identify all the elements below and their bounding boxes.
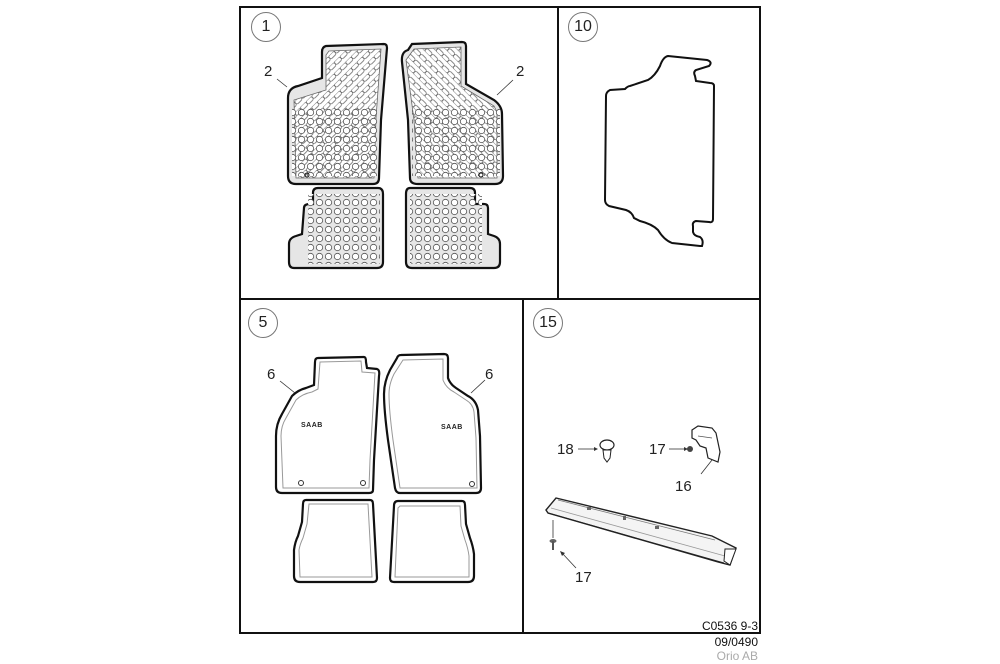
callout-label: 16 [675,478,692,495]
luggage-compartment-mat-outline [603,54,716,247]
diagram-frame [239,6,761,634]
panel-number-badge: 10 [568,12,598,42]
callout-label: 17 [575,569,592,586]
rubber-rear-right-mat [404,186,502,270]
drawing-reference: C0536 9-3 [701,619,758,633]
callout-label: 17 [649,441,666,458]
textile-rear-right-mat [388,499,476,584]
saab-logo-text: SAAB [301,422,323,429]
saab-logo-text: SAAB [441,424,463,431]
textile-rear-left-mat [292,498,379,584]
callout-label: 6 [485,366,494,383]
horizontal-divider [239,298,761,300]
rubber-front-left-mat [286,42,389,186]
copyright-text: Orio AB [716,649,758,663]
rubber-rear-left-mat [287,186,385,270]
bracket-16 [669,425,721,475]
leader-line [279,380,296,394]
top-vertical-divider [557,6,559,299]
leader-line [470,379,486,394]
callout-label: 2 [516,63,525,80]
callout-label: 2 [264,63,273,80]
bottom-vertical-divider [522,299,524,634]
drawing-code: 09/0490 [714,635,758,649]
textile-front-right-mat [382,352,483,495]
callout-label: 18 [557,441,574,458]
leader-line [496,79,514,96]
panel-number-badge: 5 [248,308,278,338]
leader-line [276,78,288,88]
rubber-front-right-mat [400,40,505,186]
push-clip-18 [578,439,615,463]
sill-trim-rail [545,497,737,566]
panel-number-badge: 15 [533,308,563,338]
textile-front-left-mat [274,355,381,495]
screw-17-lower [549,520,577,569]
callout-label: 6 [267,366,276,383]
panel-number-badge: 1 [251,12,281,42]
